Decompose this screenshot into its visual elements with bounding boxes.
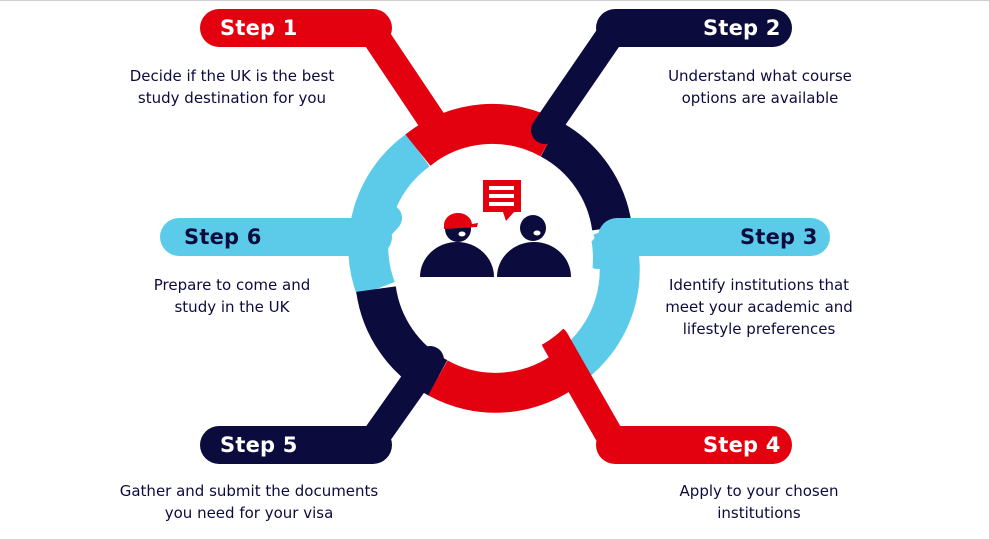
speech-bubble-icon (483, 180, 521, 221)
step-5-line-1: Gather and submit the documents (119, 482, 379, 500)
step-2-line-2: options are available (681, 89, 839, 107)
pill-step-4 (596, 426, 792, 464)
step-3-line-2: meet your academic and (665, 298, 853, 316)
step-1-label: Step 1 (220, 16, 298, 40)
step-4-label: Step 4 (703, 433, 781, 457)
step-1-line-1: Decide if the UK is the best (129, 67, 335, 85)
ring-segment-bottom (428, 350, 583, 413)
pill-step-3 (598, 218, 830, 256)
step-6-description: Prepare to come and study in the UK (82, 274, 382, 318)
step-2-label: Step 2 (703, 16, 781, 40)
person-icon (497, 215, 571, 277)
pill-step-6 (160, 218, 392, 256)
step-3-line-3: lifestyle preferences (682, 320, 836, 338)
pill-step-1 (200, 9, 392, 47)
step-3-line-1: Identify institutions that (668, 276, 850, 294)
ring-segment-top-right (540, 121, 632, 231)
step-6-label: Step 6 (184, 225, 262, 249)
step-6-line-1: Prepare to come and (153, 276, 311, 294)
step-1-line-2: study destination for you (137, 89, 327, 107)
pill-step-2 (596, 9, 792, 47)
step-1-description: Decide if the UK is the best study desti… (82, 65, 382, 109)
ring-segment-left (348, 133, 431, 297)
step-2-line-1: Understand what course (668, 67, 852, 85)
step-5-description: Gather and submit the documents you need… (99, 480, 399, 524)
top-border (0, 0, 990, 1)
person-with-cap-icon (420, 212, 494, 277)
pill-step-5 (200, 426, 392, 464)
step-5-label: Step 5 (220, 433, 298, 457)
step-4-line-2: institutions (717, 504, 801, 522)
step-5-line-2: you need for your visa (164, 504, 334, 522)
step-6-line-2: study in the UK (174, 298, 290, 316)
center-circle (395, 159, 593, 357)
step-3-label: Step 3 (740, 225, 818, 249)
step-2-description: Understand what course options are avail… (610, 65, 910, 109)
step-4-description: Apply to your chosen institutions (609, 480, 909, 524)
step-3-description: Identify institutions that meet your aca… (609, 274, 909, 340)
step-4-line-1: Apply to your chosen (679, 482, 839, 500)
